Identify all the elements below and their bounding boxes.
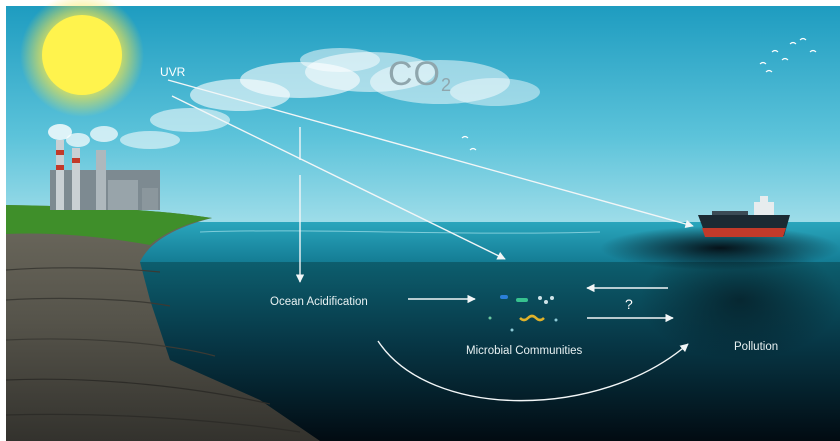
microbial-communities-label: Microbial Communities	[466, 345, 583, 357]
question-mark-label: ?	[625, 296, 633, 312]
birds-icon	[461, 37, 817, 151]
sun-icon	[20, 0, 144, 117]
cloud-icon	[120, 48, 540, 149]
ocean-acidification-label: Ocean Acidification	[270, 296, 368, 308]
uvr-label: UVR	[160, 65, 186, 79]
microbes-icon	[488, 295, 558, 332]
acidification-to-pollution-curve	[377, 340, 689, 402]
arrows	[167, 79, 694, 402]
factory-icon	[48, 124, 160, 210]
co2-subscript: 2	[441, 75, 453, 95]
sea-sparkle	[199, 230, 601, 234]
co2-main-text: CO	[388, 55, 441, 93]
ship-icon	[698, 196, 790, 237]
uvr-arrow-to-surface	[171, 95, 506, 260]
uvr-arrow-to-ship	[167, 79, 694, 229]
cliff	[5, 205, 320, 441]
co2-label: CO2	[388, 57, 452, 94]
pollution-label: Pollution	[734, 341, 779, 353]
